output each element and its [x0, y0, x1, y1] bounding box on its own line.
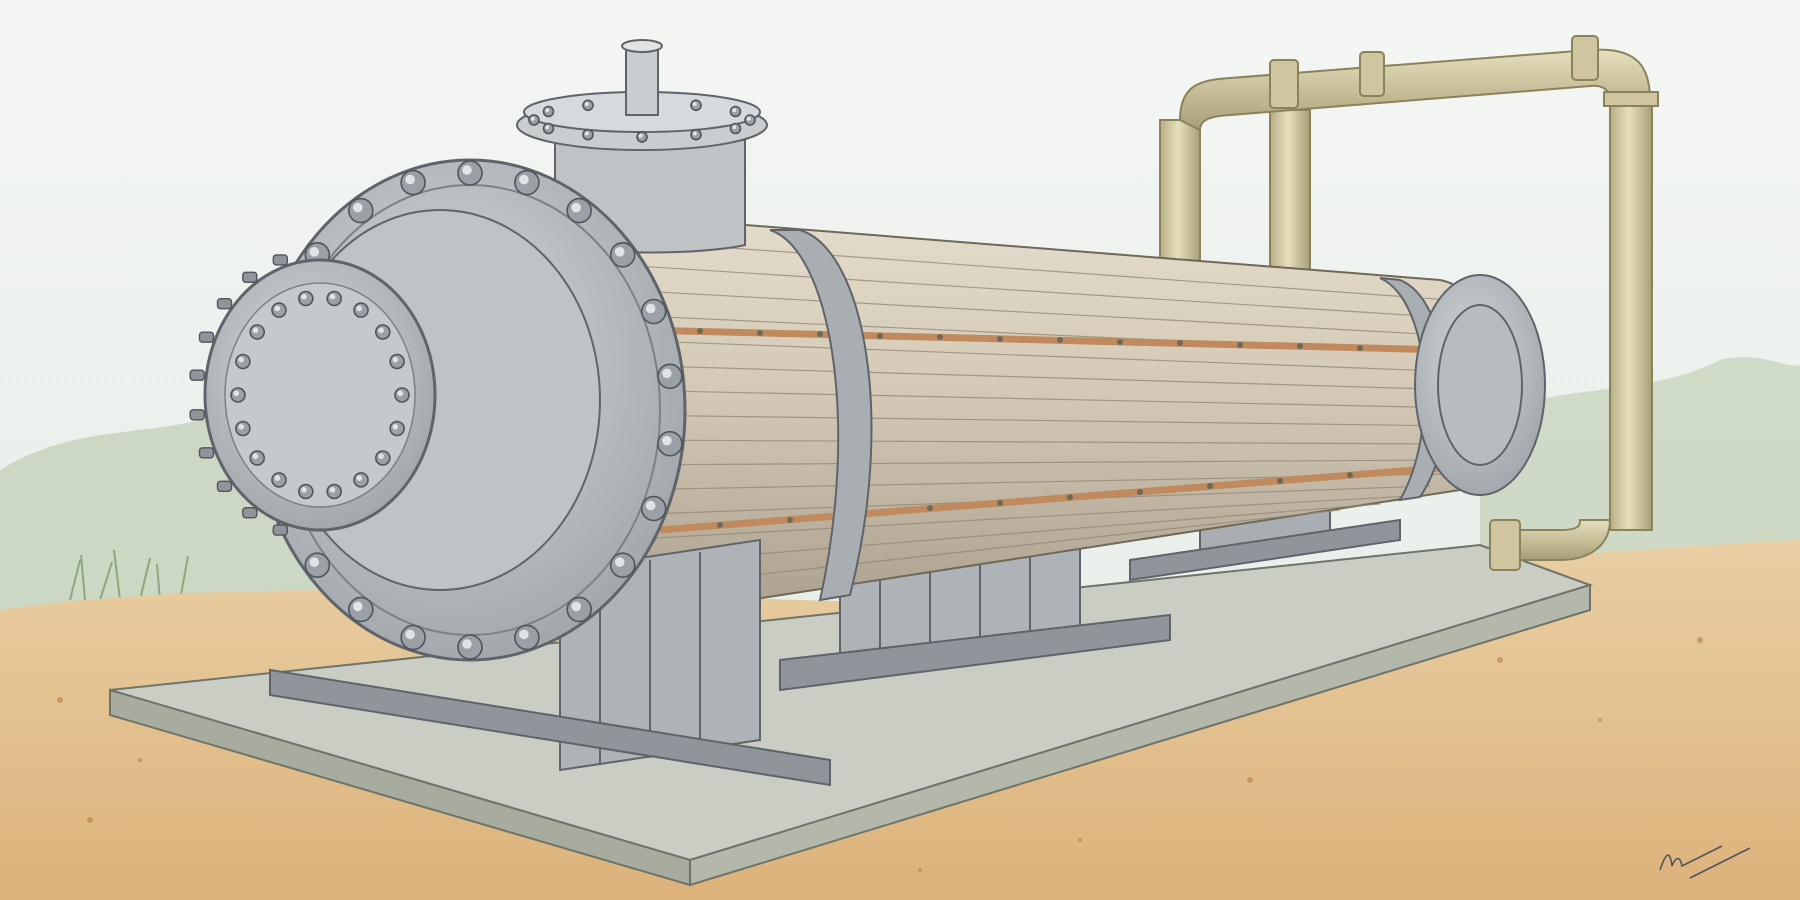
cover-plate-bolts — [230, 290, 410, 500]
vent-pipe-top — [621, 39, 663, 53]
flange-bolt-highlight — [571, 601, 581, 612]
pipe-flange-coupler-3 — [1571, 35, 1599, 81]
cover-edge-stud — [242, 271, 258, 283]
nozzle-flange-bolts — [528, 97, 756, 143]
nozzle-bolt-highlight — [732, 125, 737, 130]
flange-bolt-highlight — [353, 202, 363, 213]
nozzle-bolt-highlight — [638, 133, 643, 138]
nozzle-bolt-highlight — [746, 116, 751, 121]
cover-bolt-highlight — [301, 293, 307, 300]
pipe-outlet-stub — [1489, 519, 1521, 571]
nozzle-bolt-highlight — [692, 131, 697, 136]
cover-bolt-highlight — [356, 305, 363, 312]
copper-band-upper — [639, 326, 1451, 354]
cover-bolt-highlight — [301, 487, 307, 493]
cover-bolt-highlight — [329, 293, 336, 300]
cover-edge-stud — [216, 480, 233, 492]
band-rivets — [697, 328, 1363, 528]
rear-channel-head — [1414, 274, 1546, 496]
flange-bolt-highlight — [614, 557, 625, 567]
front-flange-assembly — [189, 158, 687, 662]
cover-bolt-highlight — [378, 327, 384, 334]
nozzle-bolt-highlight — [545, 125, 550, 130]
saddle-support-front — [269, 538, 831, 787]
exchanger-shell — [619, 213, 1498, 622]
cover-edge-studs — [189, 254, 288, 536]
flange-bolt-highlight — [519, 629, 529, 640]
pipe-collar-right — [1603, 91, 1659, 107]
flange-bolt-highlight — [662, 435, 672, 446]
ground-pebbles — [57, 637, 1703, 872]
flange-bolt-highlight — [645, 303, 656, 314]
vent-pipe — [625, 44, 659, 116]
nozzle-bolt-highlight — [530, 116, 535, 121]
flange-bolt-highlight — [405, 629, 415, 640]
nozzle-bolt-highlight — [584, 102, 589, 106]
cover-bolt-highlight — [392, 424, 399, 430]
cover-bolt-highlight — [238, 356, 244, 363]
cover-bolt-highlight — [238, 424, 244, 430]
cover-edge-stud — [272, 254, 288, 266]
cover-edge-stud — [198, 331, 215, 343]
cover-edge-stud — [242, 507, 258, 519]
cover-edge-stud — [216, 298, 233, 310]
cover-bolt-highlight — [392, 356, 399, 363]
cover-bolt-highlight — [233, 390, 240, 397]
concrete-slab-side — [689, 583, 1591, 887]
cover-edge-stud — [189, 369, 205, 381]
flange-bolt-highlight — [571, 202, 581, 213]
flange-bolt-highlight — [309, 247, 320, 257]
flange-bolt-highlight — [405, 174, 415, 185]
nozzle-bolt-highlight — [692, 102, 697, 106]
pipe-flange-coupler-2 — [1359, 51, 1385, 97]
cover-edge-stud — [272, 524, 288, 536]
flange-bolt-highlight — [645, 500, 656, 511]
artist-signature — [1659, 845, 1751, 879]
nozzle-bolt-highlight — [732, 108, 737, 113]
cover-bolt-highlight — [397, 390, 404, 397]
cover-bolt-highlight — [356, 475, 363, 481]
nozzle-bolt-highlight — [584, 131, 589, 136]
flange-bolt-highlight — [519, 174, 529, 185]
cover-plate-face — [224, 282, 416, 508]
pipe-riser-middle — [1269, 109, 1311, 291]
pipe-riser-right — [1609, 99, 1653, 531]
shell-girth-flange — [769, 229, 873, 602]
cover-bolt-highlight — [329, 487, 336, 493]
cover-bolt-highlight — [274, 305, 281, 312]
cover-bolt-highlight — [378, 453, 384, 460]
flange-bolt-highlight — [614, 247, 625, 257]
flange-bolt-highlight — [462, 639, 472, 649]
cover-bolt-highlight — [274, 475, 281, 481]
flange-bolt-highlight — [353, 601, 363, 612]
flange-bolt-highlight — [309, 557, 320, 567]
cover-edge-stud — [198, 447, 215, 459]
flange-bolt-highlight — [662, 368, 672, 379]
cover-bolt-highlight — [252, 327, 259, 334]
grass-tufts — [69, 549, 189, 601]
cover-edge-stud — [189, 409, 205, 421]
piping-system — [1159, 35, 1659, 571]
flange-bolt-highlight — [462, 165, 472, 175]
cover-bolt-highlight — [252, 453, 259, 460]
pipe-flange-coupler-1 — [1269, 59, 1299, 109]
nozzle-bolt-highlight — [545, 108, 550, 113]
